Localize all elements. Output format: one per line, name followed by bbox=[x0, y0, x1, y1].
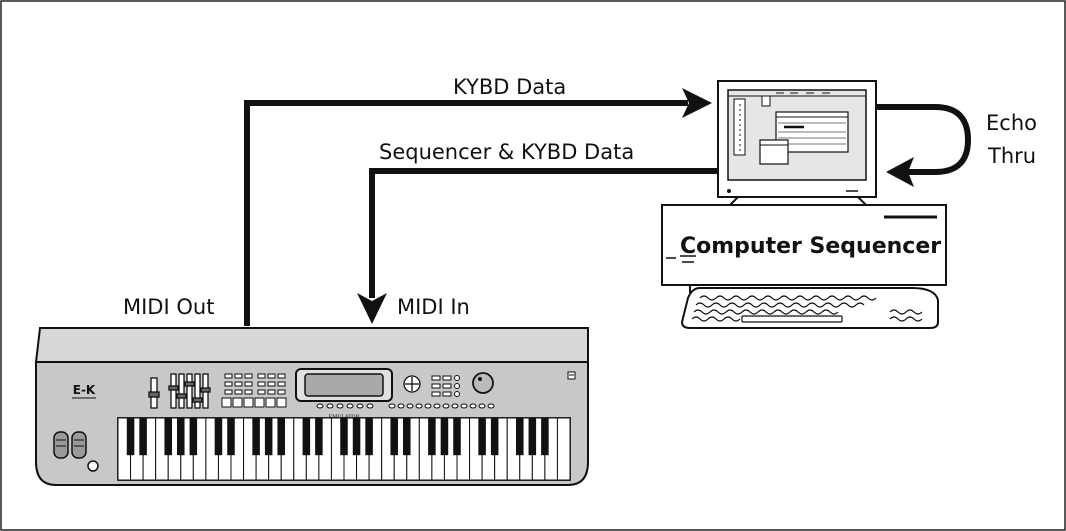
computer bbox=[661, 80, 947, 329]
cursor-pad bbox=[403, 375, 421, 393]
black-key bbox=[428, 418, 436, 456]
black-keys bbox=[126, 418, 549, 456]
brand-logo: E-K bbox=[73, 383, 96, 397]
pitch-mod-wheels bbox=[53, 431, 99, 472]
black-key bbox=[390, 418, 398, 456]
echo-thru-loop bbox=[876, 104, 972, 175]
label-computer-sequencer: Computer Sequencer bbox=[680, 234, 941, 259]
black-key bbox=[403, 418, 411, 456]
data-knob bbox=[472, 372, 494, 394]
synth-top-panel bbox=[34, 327, 589, 363]
computer-keyboard-keys bbox=[691, 295, 923, 323]
black-key bbox=[252, 418, 260, 456]
synth-keyboard: EMULATOR E-K bbox=[34, 327, 589, 486]
black-key bbox=[352, 418, 361, 456]
black-key bbox=[365, 418, 373, 456]
kybd-data-arrowhead bbox=[682, 88, 712, 118]
button-cluster-left bbox=[221, 373, 287, 408]
label-midi-out: MIDI Out bbox=[123, 295, 214, 319]
black-key bbox=[164, 418, 172, 456]
black-key bbox=[302, 418, 311, 456]
bottom-button-row bbox=[388, 403, 495, 409]
black-key bbox=[214, 418, 223, 456]
black-key bbox=[541, 418, 549, 456]
black-key bbox=[264, 418, 273, 456]
label-sequencer-kybd-data: Sequencer & KYBD Data bbox=[379, 140, 634, 164]
black-key bbox=[277, 418, 285, 456]
midi-in-arrowhead bbox=[357, 293, 387, 324]
black-key bbox=[315, 418, 323, 456]
label-kybd-data: KYBD Data bbox=[453, 75, 566, 99]
sliders bbox=[148, 373, 211, 409]
black-key bbox=[177, 418, 185, 456]
black-key bbox=[126, 418, 135, 456]
sequencer-subwindow bbox=[759, 139, 789, 165]
black-key bbox=[490, 418, 499, 456]
black-key bbox=[453, 418, 461, 456]
black-key bbox=[189, 418, 198, 456]
label-echo: Echo bbox=[986, 111, 1037, 135]
black-key bbox=[528, 418, 537, 456]
display-buttons bbox=[316, 403, 374, 409]
computer-keyboard bbox=[680, 287, 939, 329]
echo-thru-arrowhead bbox=[886, 157, 914, 187]
black-key bbox=[139, 418, 147, 456]
sequencer-data-cable bbox=[369, 168, 718, 298]
black-key bbox=[440, 418, 449, 456]
emulator-label: EMULATOR bbox=[329, 414, 360, 420]
label-midi-in: MIDI In bbox=[397, 295, 470, 319]
kybd-data-cable bbox=[244, 100, 688, 326]
white-key bbox=[556, 417, 571, 481]
label-thru: Thru bbox=[987, 144, 1036, 168]
black-key bbox=[478, 418, 486, 456]
button-cluster-right bbox=[431, 375, 460, 397]
synth-display bbox=[304, 373, 384, 397]
black-key bbox=[227, 418, 235, 456]
black-key bbox=[516, 418, 524, 456]
black-key bbox=[340, 418, 348, 456]
